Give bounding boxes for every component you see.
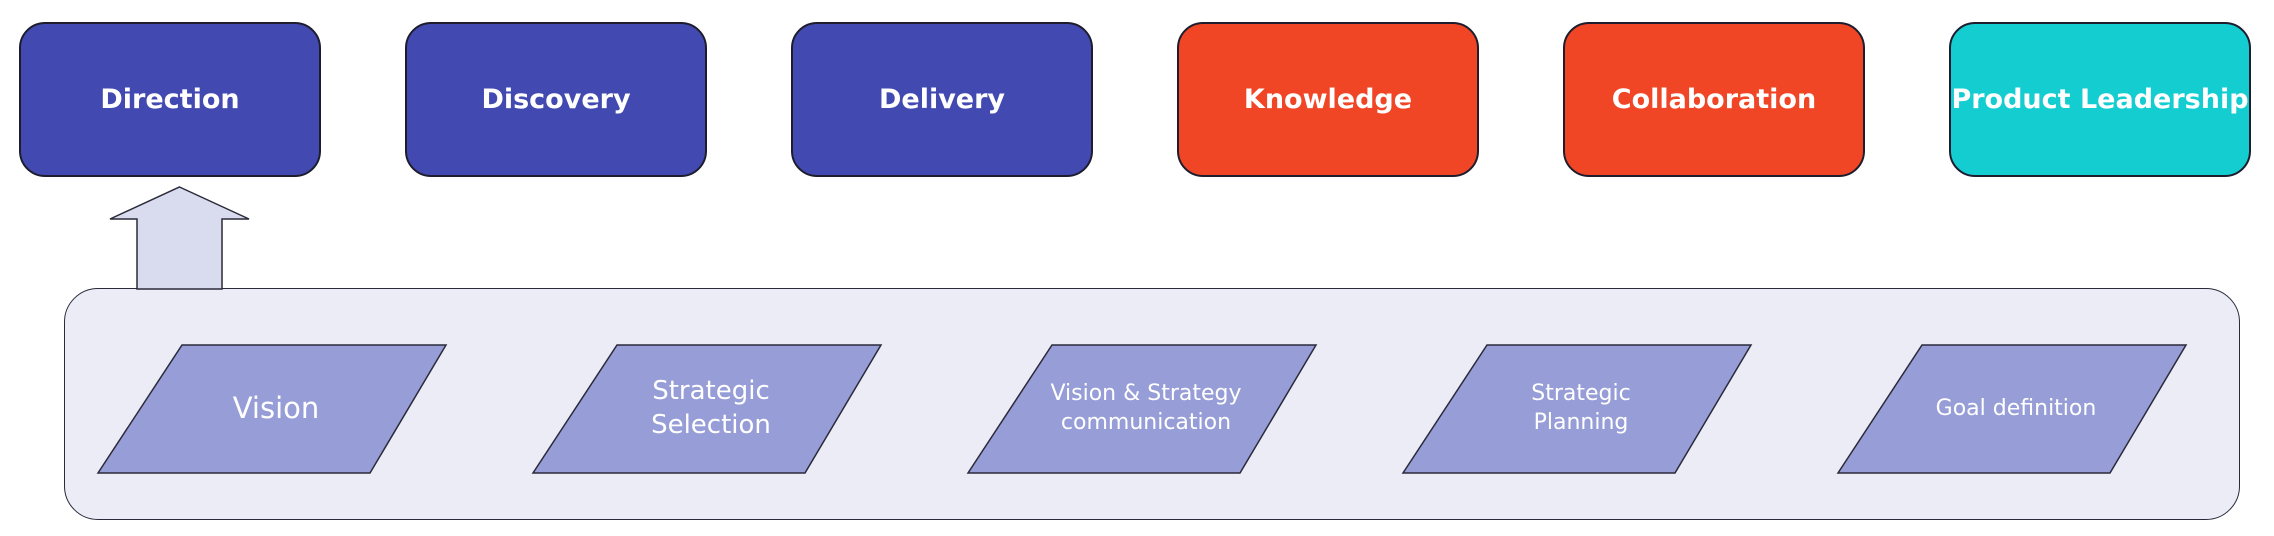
category-knowledge[interactable]: Knowledge [1177,22,1479,177]
category-label: Direction [100,84,240,115]
item-goal-definition[interactable]: Goal definition [1836,344,2196,474]
item-vision[interactable]: Vision [96,344,456,474]
item-label: Strategic Planning [1531,381,1631,435]
item-strategic-selection[interactable]: Strategic Selection [531,344,891,474]
category-collaboration[interactable]: Collaboration [1563,22,1865,177]
category-product-leadership[interactable]: Product Leadership [1949,22,2251,177]
category-label: Product Leadership [1951,84,2249,115]
item-label: Strategic Selection [651,376,771,440]
item-strategic-planning[interactable]: Strategic Planning [1401,344,1761,474]
category-label: Delivery [878,84,1006,115]
category-label: Collaboration [1611,84,1817,115]
item-label: Goal definition [1935,395,2097,421]
parallelogram-shape [966,344,1318,474]
item-vision-strategy-communication[interactable]: Vision & Strategy communication [966,344,1326,474]
category-direction[interactable]: Direction [19,22,321,177]
category-delivery[interactable]: Delivery [791,22,1093,177]
up-arrow-icon [109,186,250,290]
category-discovery[interactable]: Discovery [405,22,707,177]
parallelogram-shape [1836,344,2188,474]
parallelogram-shape [1401,344,1753,474]
item-label: Vision [232,391,320,426]
parallelogram-shape [531,344,883,474]
category-label: Knowledge [1243,84,1413,115]
parallelogram-shape [96,344,448,474]
category-label: Discovery [481,84,631,115]
item-label: Vision & Strategy communication [1050,381,1242,435]
